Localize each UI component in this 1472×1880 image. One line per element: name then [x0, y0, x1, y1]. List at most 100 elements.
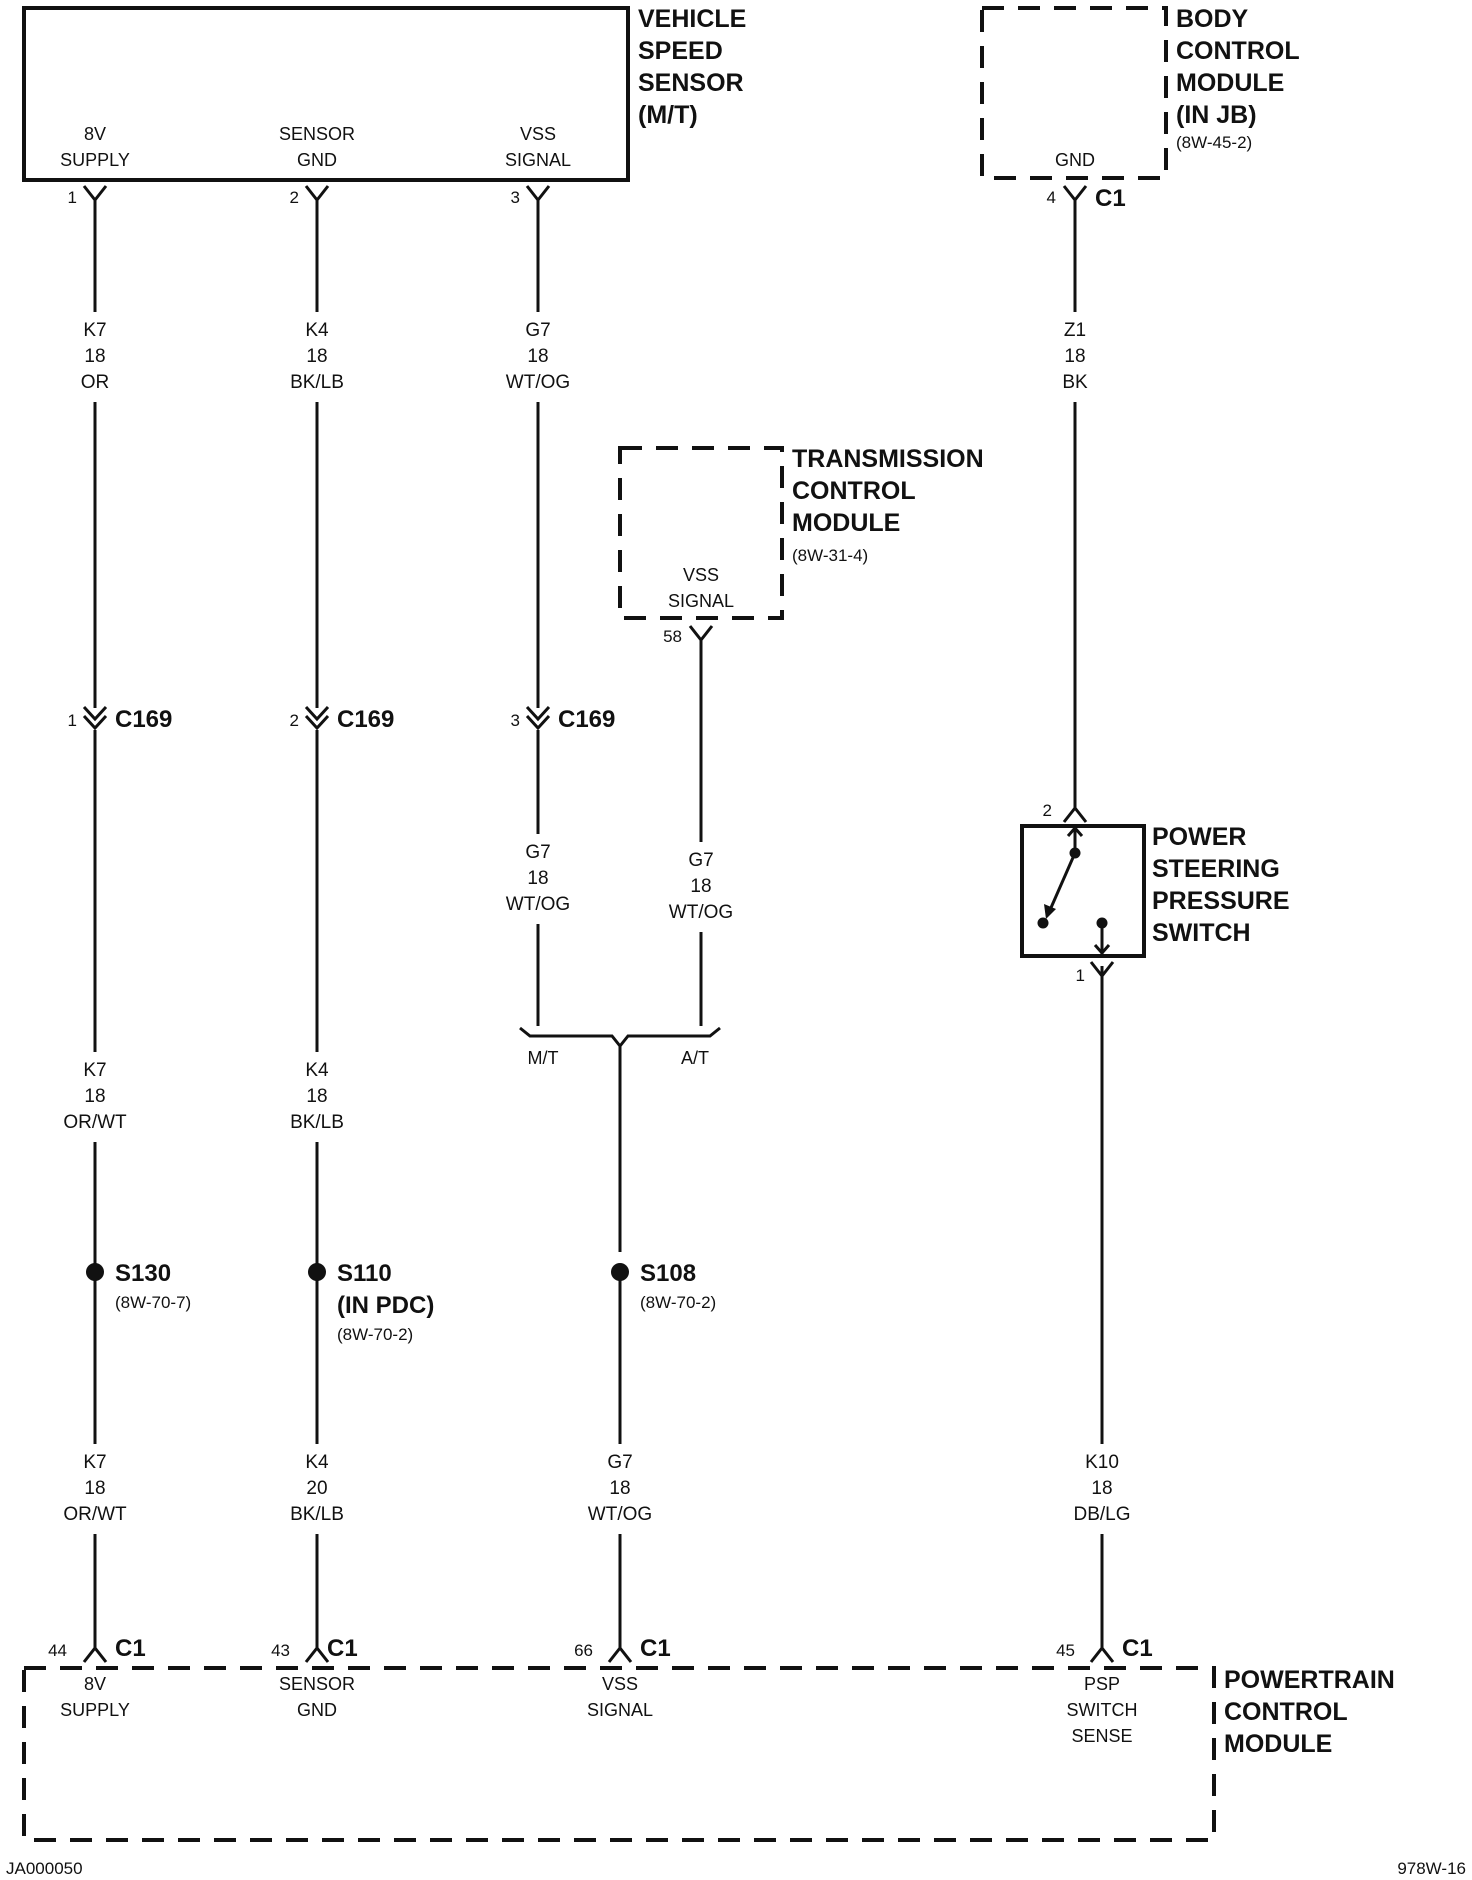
tcm-pin-label-2: SIGNAL	[668, 591, 734, 611]
pcm-title-3: MODULE	[1224, 1730, 1332, 1758]
pcm-connector-3: C1	[640, 1635, 671, 1662]
bcm-pin-label: GND	[1055, 150, 1095, 170]
mt-at-option-bracket	[519, 1026, 721, 1049]
vehicle-speed-sensor: VEHICLE SPEED SENSOR (M/T) 8V SUPPLY SEN…	[22, 5, 746, 207]
c169-pin2-num: 2	[290, 711, 299, 730]
vss-title-4: (M/T)	[638, 101, 698, 129]
body-control-module: BODY CONTROL MODULE (IN JB) (8W-45-2) GN…	[980, 5, 1300, 212]
vss-pin1-label-1: 8V	[84, 124, 106, 144]
vss-pin3-num: 3	[511, 188, 520, 207]
pcm-pin44-label-1: 8V	[84, 1674, 106, 1694]
wire-label-k7-a-circuit: K7	[83, 320, 106, 341]
pcm-pin43-terminal	[304, 1645, 330, 1663]
psp-pin2-terminal	[1062, 805, 1088, 823]
c169-pin1-symbol	[82, 705, 108, 731]
bcm-title-3: MODULE	[1176, 69, 1284, 97]
bcm-connector: C1	[1095, 185, 1126, 212]
transmission-control-module: TRANSMISSION CONTROL MODULE (8W-31-4) VS…	[618, 445, 984, 646]
c169-label-1: C169	[115, 706, 172, 733]
pcm-pin43-num: 43	[271, 1641, 290, 1660]
footer-page-ref: 978W-16	[1397, 1859, 1466, 1878]
pcm-connector-1: C1	[115, 1635, 146, 1662]
bcm-title-4: (IN JB)	[1176, 101, 1257, 129]
pcm-box	[22, 1666, 1216, 1842]
vss-pin2-terminal	[304, 185, 330, 203]
pcm-pin45-label-1: PSP	[1084, 1674, 1120, 1694]
pcm-pin44-label-2: SUPPLY	[60, 1700, 130, 1720]
pcm-pin66-label-1: VSS	[602, 1674, 638, 1694]
psp-contact-left	[1037, 917, 1049, 929]
wire-label-k4-b-color: BK/LB	[290, 1112, 344, 1133]
pcm-connector-4: C1	[1122, 1635, 1153, 1662]
option-mt-label: M/T	[528, 1048, 559, 1068]
splice-s130-ref: (8W-70-7)	[115, 1293, 191, 1312]
wire-label-k4-c-color: BK/LB	[290, 1504, 344, 1525]
vss-pin3-label-1: VSS	[520, 124, 556, 144]
wire-label-g7-c-gauge: 18	[609, 1478, 630, 1499]
wire-label-z1-circuit: Z1	[1064, 320, 1086, 341]
wire-label-g7-b-circuit: G7	[525, 842, 550, 863]
bcm-title-1: BODY	[1176, 5, 1249, 33]
c169-pin2-symbol	[304, 705, 330, 731]
wire-label-k4-b-gauge: 18	[306, 1086, 327, 1107]
pcm-pin45-label-3: SENSE	[1071, 1726, 1132, 1746]
tcm-pin-num: 58	[663, 627, 682, 646]
tcm-pin-terminal	[688, 625, 714, 643]
option-at-label: A/T	[681, 1048, 709, 1068]
wire-label-g7-b-color: WT/OG	[506, 894, 570, 915]
c169-connector: 1 2 3 C169 C169 C169	[68, 705, 615, 733]
wire-label-k7-a-color: OR	[81, 372, 110, 393]
psp-pin1-terminal	[1089, 961, 1115, 979]
pcm-pin43-label-1: SENSOR	[279, 1674, 355, 1694]
c169-pin1-num: 1	[68, 711, 77, 730]
vss-pin1-label-2: SUPPLY	[60, 150, 130, 170]
wire-label-z1-color: BK	[1062, 372, 1088, 393]
pcm-pin43-label-2: GND	[297, 1700, 337, 1720]
splice-s108-ref: (8W-70-2)	[640, 1293, 716, 1312]
wire-label-k10-circuit: K10	[1085, 1452, 1119, 1473]
vss-pin2-label-1: SENSOR	[279, 124, 355, 144]
wire-label-z1-gauge: 18	[1064, 346, 1085, 367]
vss-pin2-num: 2	[290, 188, 299, 207]
pcm-pin66-num: 66	[574, 1641, 593, 1660]
vss-box	[22, 6, 630, 182]
bcm-pin-terminal	[1062, 185, 1088, 203]
psp-title-1: POWER	[1152, 823, 1246, 851]
wire-label-k7-a-gauge: 18	[84, 346, 105, 367]
pcm-pin66-label-2: SIGNAL	[587, 1700, 653, 1720]
vss-pin1-terminal	[82, 185, 108, 203]
wire-label-k4-c-circuit: K4	[305, 1452, 329, 1473]
tcm-title-1: TRANSMISSION	[792, 445, 984, 473]
tcm-title-3: MODULE	[792, 509, 900, 537]
psp-pin2-num: 2	[1043, 801, 1052, 820]
splice-s110-name: S110	[337, 1260, 392, 1287]
tcm-title-2: CONTROL	[792, 477, 916, 505]
wire-label-k7-b-gauge: 18	[84, 1086, 105, 1107]
pcm-pin45-num: 45	[1056, 1641, 1075, 1660]
wire-label-g7-c-circuit: G7	[607, 1452, 632, 1473]
c169-pin3-symbol	[525, 705, 551, 731]
psp-internal-arrow-down	[1093, 944, 1111, 956]
psp-box	[1020, 824, 1146, 958]
wire-label-g7-a-gauge: 18	[527, 346, 548, 367]
c169-label-3: C169	[558, 706, 615, 733]
wire-label-k4-a-gauge: 18	[306, 346, 327, 367]
pcm-connector-2: C1	[327, 1635, 358, 1662]
psp-switch-arrow	[1044, 904, 1056, 919]
pcm-title-2: CONTROL	[1224, 1698, 1348, 1726]
tcm-ref: (8W-31-4)	[792, 546, 868, 565]
pcm-pin66-terminal	[607, 1645, 633, 1663]
vss-pin2-label-2: GND	[297, 150, 337, 170]
wire-label-k7-b-color: OR/WT	[63, 1112, 127, 1133]
pcm-pin44-num: 44	[48, 1641, 67, 1660]
wire-label-k7-c-gauge: 18	[84, 1478, 105, 1499]
vss-title-1: VEHICLE	[638, 5, 746, 33]
tcm-pin-label-1: VSS	[683, 565, 719, 585]
bcm-box	[980, 6, 1168, 180]
wire-label-k4-a-circuit: K4	[305, 320, 329, 341]
vss-pin3-terminal	[525, 185, 551, 203]
wire-label-g7-a-circuit: G7	[525, 320, 550, 341]
wire-label-k4-c-gauge: 20	[306, 1478, 327, 1499]
pcm-pin45-label-2: SWITCH	[1067, 1700, 1138, 1720]
